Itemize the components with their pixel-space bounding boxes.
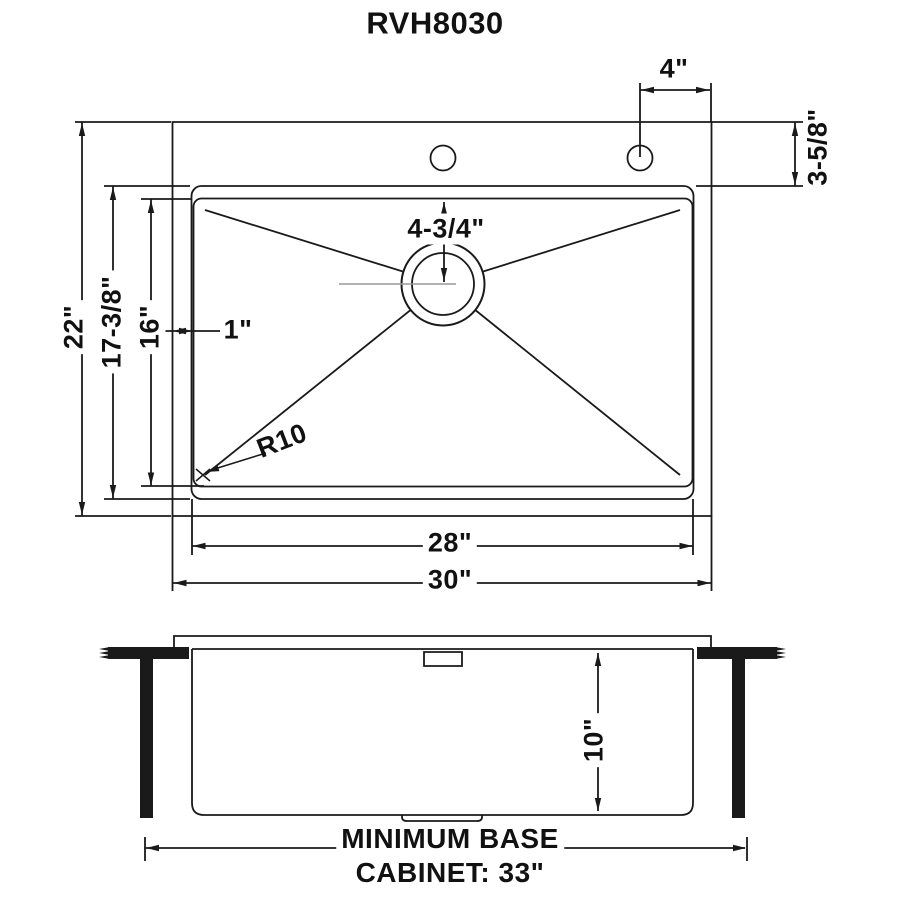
bowl-outer-rim [192, 186, 694, 499]
cabinet-note-line2: CABINET: 33" [350, 857, 550, 889]
dimension-arrowheads [78, 86, 799, 852]
sink-outline [173, 122, 712, 516]
countertop-left [108, 647, 189, 659]
dim-label-rim-width: 1" [223, 314, 253, 345]
sink-rim-profile [174, 636, 711, 648]
side-view [99, 636, 786, 861]
cabinet-note-line1: MINIMUM BASE [336, 823, 564, 855]
bowl-slope-diagonals [205, 210, 680, 475]
corner-x-marker [196, 469, 210, 481]
drain-section [402, 815, 482, 821]
dim-1738-ext [104, 186, 190, 499]
countertop-right [697, 647, 777, 659]
dim-22-ext [75, 122, 171, 516]
faucet-hole-section [424, 652, 462, 666]
page-title: RVH8030 [361, 5, 509, 41]
dim-33-ext [145, 837, 747, 861]
dim-label-bowl-width: 28" [422, 527, 478, 559]
dim-30-ext [173, 516, 712, 591]
dim-label-hole-offset: 4" [654, 53, 694, 85]
dim-4-ext [640, 83, 711, 157]
cabinet-wall-right [732, 659, 745, 818]
dim-358-ext [696, 122, 803, 186]
dim-label-cutout-depth: 17-3/8" [96, 270, 128, 374]
dim-label-drain-diameter: 4-3/4" [402, 213, 490, 245]
countertop-right-break-hatch [775, 647, 786, 659]
dim-label-bowl-depth: 10" [578, 712, 610, 768]
dim-label-hole-setback: 3-5/8" [802, 108, 833, 186]
top-view [75, 83, 803, 591]
bowl-profile [192, 649, 693, 815]
cabinet-wall-left [140, 659, 153, 818]
dim-label-overall-depth: 22" [58, 299, 90, 355]
countertop-left-break-hatch [99, 647, 110, 659]
dim-label-bowl-front-back: 16" [134, 299, 166, 355]
faucet-hole-center [431, 146, 456, 171]
dim-label-overall-width: 30" [422, 564, 478, 596]
bowl-inner-rim [194, 199, 693, 487]
